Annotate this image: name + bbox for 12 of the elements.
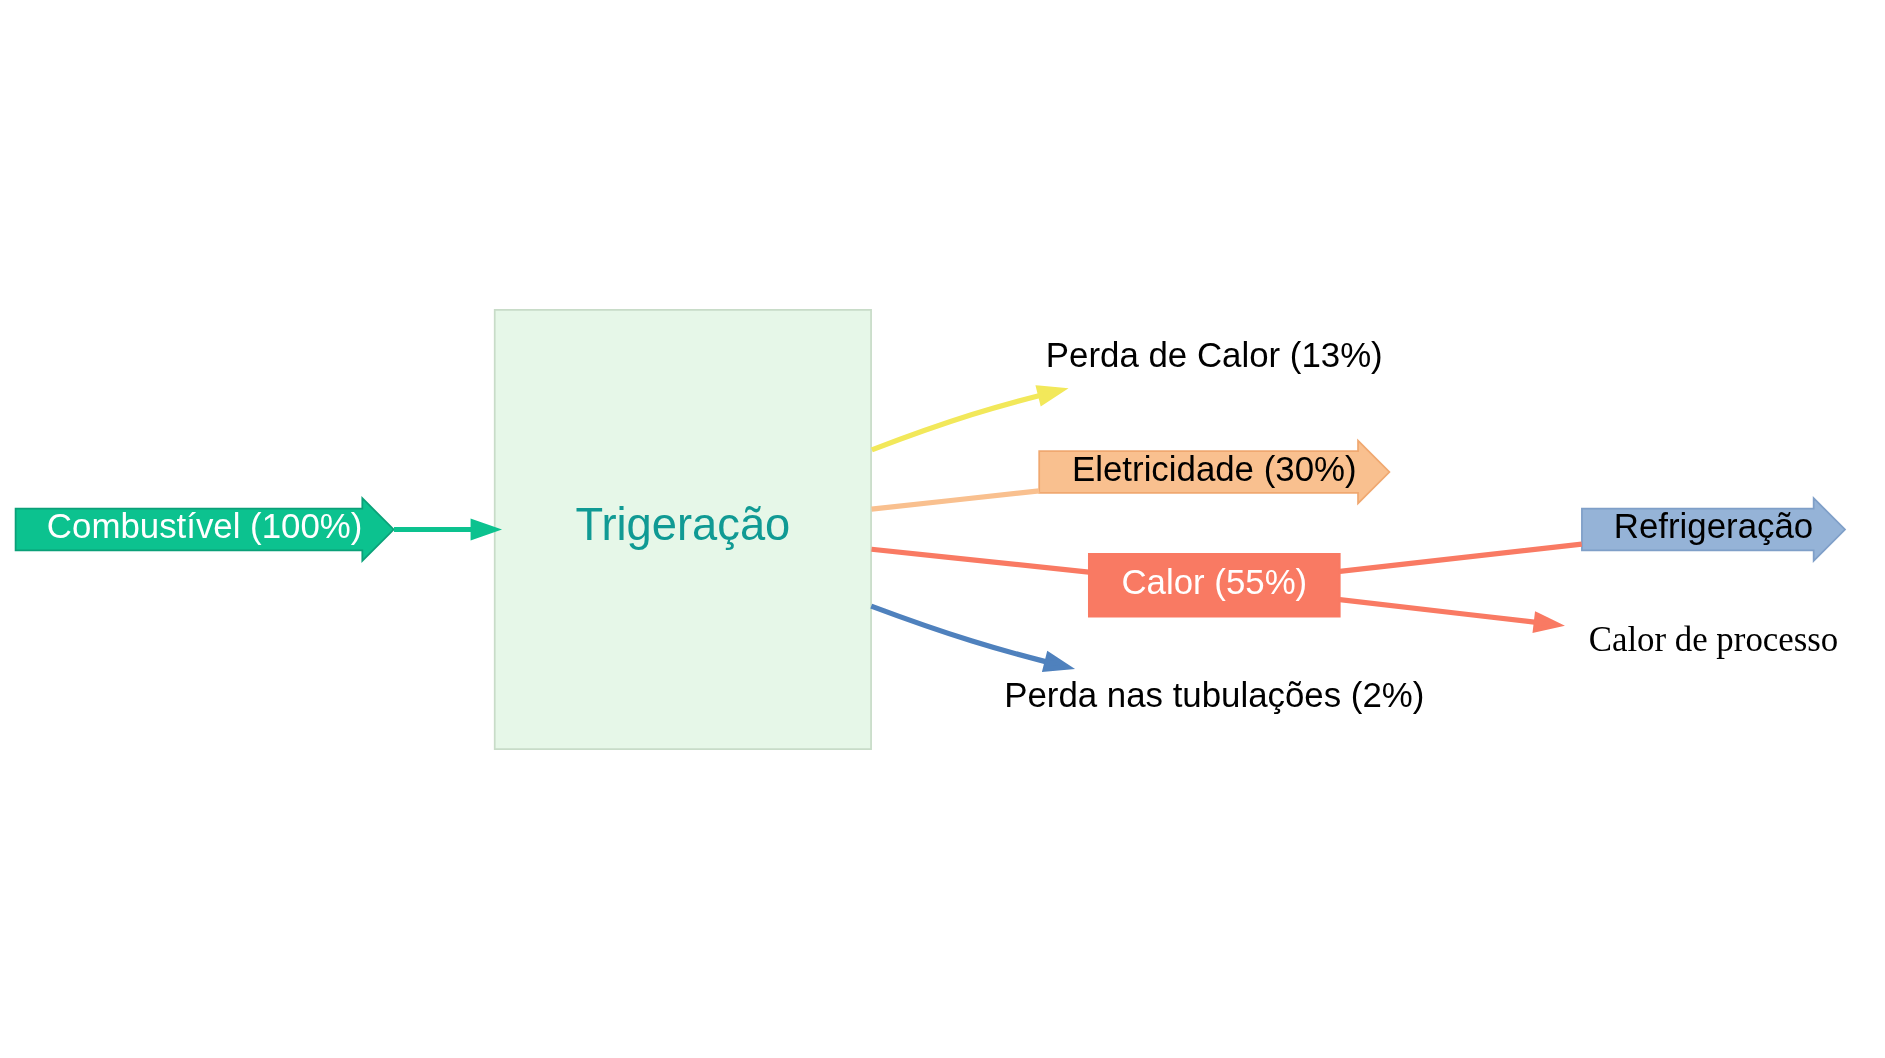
arrow [1339,596,1565,633]
arrow [394,518,502,540]
arrow [870,384,1069,452]
node-box: Trigeração [493,308,872,750]
node-box: Calor (55%) [1088,552,1341,617]
node-text: Perda de Calor (13%) [1045,334,1383,374]
connector [1339,541,1582,574]
connector [871,546,1090,575]
node-text: Perda nas tubulações (2%) [1004,674,1425,714]
node-text: Calor de processo [1588,619,1839,659]
arrow [870,603,1076,672]
connector [871,487,1040,512]
